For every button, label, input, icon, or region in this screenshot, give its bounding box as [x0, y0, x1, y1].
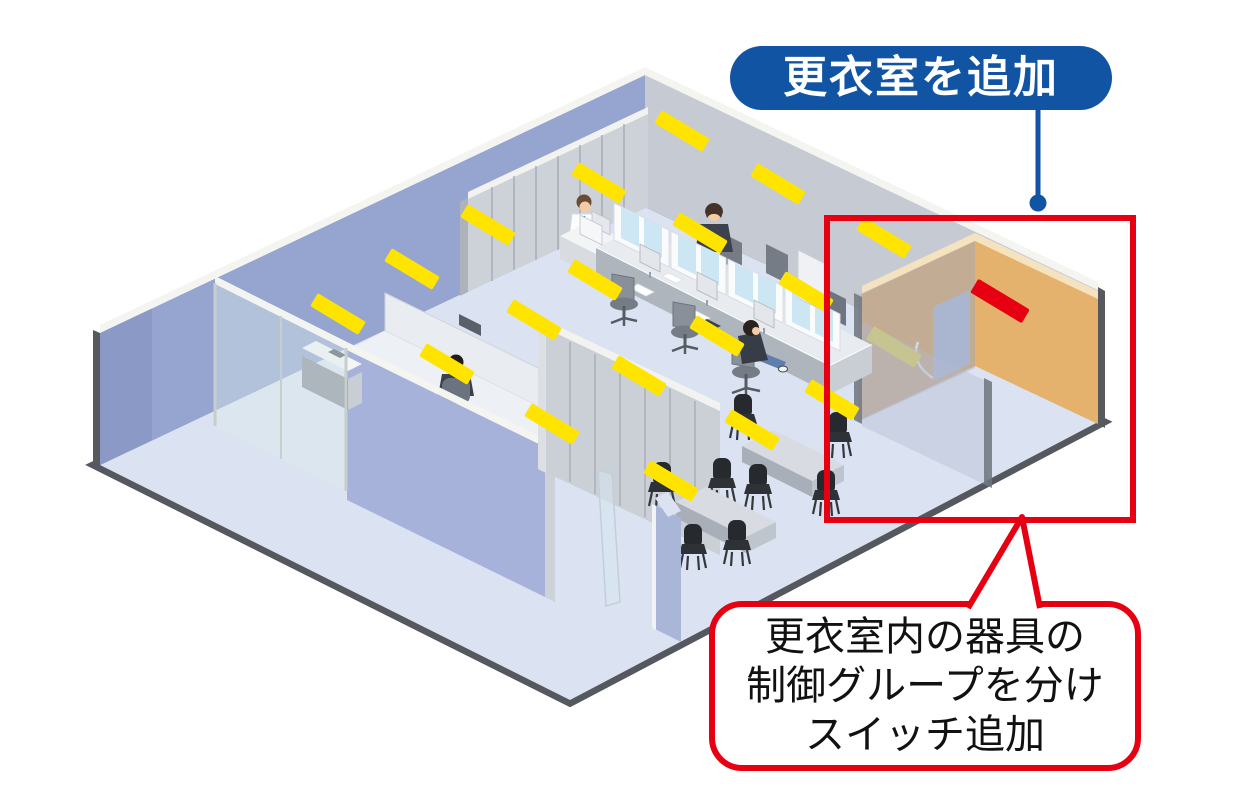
- light-fixture: [856, 217, 912, 259]
- callout-line-2: 制御グループを分け: [746, 664, 1104, 708]
- light-fixture: [524, 403, 580, 445]
- light-fixture: [643, 460, 699, 502]
- cubicle-block: [347, 292, 584, 602]
- meeting-chair: [722, 520, 752, 567]
- light-fixture: [804, 379, 860, 421]
- callout-line-1: 更衣室内の器具の: [765, 615, 1085, 659]
- glass-partition: [213, 276, 348, 492]
- light-fixture: [571, 162, 627, 204]
- changing-room-glass-front: [862, 322, 988, 486]
- light-fixture: [750, 163, 806, 205]
- changing-room-back-wall: [975, 240, 1098, 424]
- reception-counter: [302, 341, 362, 410]
- light-fixture: [724, 409, 780, 451]
- pill-connector: [1029, 108, 1047, 212]
- changing-room-added-label: 更衣室を追加: [730, 46, 1112, 110]
- light-fixture: [778, 271, 834, 313]
- meeting-chair: [743, 464, 773, 511]
- light-fixture: [310, 293, 366, 335]
- light-fixture: [384, 248, 440, 290]
- monitors: [639, 243, 775, 334]
- light-fixture: [654, 110, 710, 152]
- office-chair: [766, 244, 788, 284]
- connector-dot: [1029, 194, 1047, 212]
- person-3: [731, 320, 788, 396]
- entrance-door: [597, 468, 681, 642]
- changing-room-glass-left: [858, 241, 975, 422]
- light-fixture: [567, 259, 623, 301]
- locker-row-back: [460, 107, 648, 296]
- light-fixture: [506, 299, 562, 341]
- light-fixture: [689, 315, 745, 357]
- callout-line-3: スイッチ追加: [805, 713, 1045, 757]
- back-left-wall: [93, 67, 645, 465]
- changing-room: [854, 233, 1105, 488]
- changing-room-highlight-box: [824, 215, 1136, 523]
- callout-bubble: 更衣室内の器具の 制御グループを分け スイッチ追加: [709, 514, 1141, 771]
- light-fixture: [611, 355, 667, 397]
- light-fixture: [672, 212, 728, 254]
- meeting-chair: [678, 524, 708, 571]
- light-fixture: [419, 343, 475, 385]
- callout-tail: [968, 516, 1040, 611]
- light-fixture: [970, 279, 1030, 323]
- light-fixture: [460, 204, 516, 246]
- ceiling-lights-layer: [310, 110, 1030, 502]
